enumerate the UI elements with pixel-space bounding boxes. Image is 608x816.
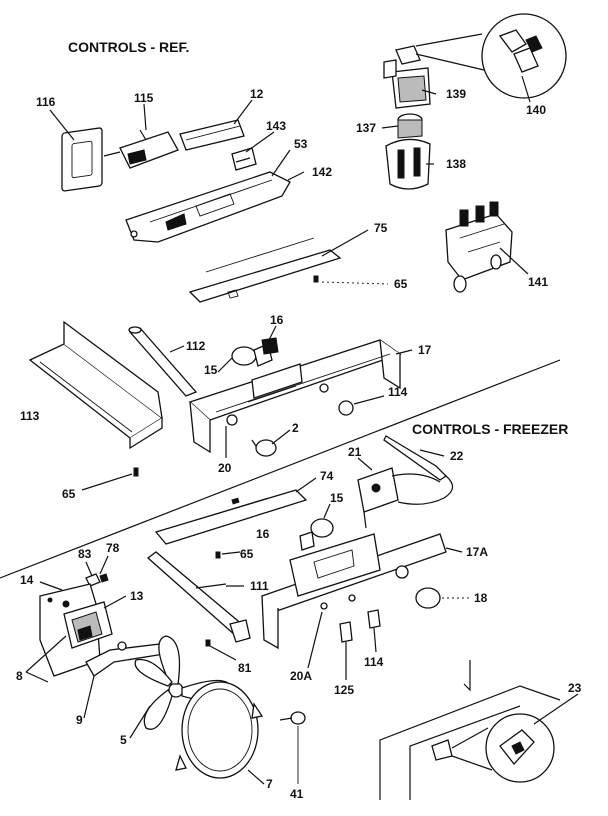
label-139: 139 bbox=[446, 87, 466, 101]
label-65-b: 65 bbox=[62, 487, 76, 501]
part-23-cabinet-detail bbox=[379, 660, 561, 800]
part-15-bulb-b bbox=[299, 518, 334, 551]
part-65-screw-c bbox=[215, 551, 221, 559]
label-140: 140 bbox=[526, 103, 546, 117]
part-125-part bbox=[339, 621, 353, 680]
label-23: 23 bbox=[568, 681, 582, 695]
label-15-b: 15 bbox=[330, 491, 344, 505]
heading-controls-ref: CONTROLS - REF. bbox=[68, 39, 189, 55]
label-21: 21 bbox=[348, 445, 362, 459]
part-12-bracket bbox=[179, 119, 245, 151]
part-15-bulb-a bbox=[231, 337, 279, 367]
label-18: 18 bbox=[474, 591, 488, 605]
part-17-housing bbox=[188, 339, 402, 454]
part-114-knob-a bbox=[338, 395, 385, 416]
part-53-housing bbox=[125, 171, 291, 243]
label-137: 137 bbox=[356, 121, 376, 135]
label-16-a: 16 bbox=[270, 313, 284, 327]
part-65-screw-b bbox=[133, 467, 139, 477]
label-13: 13 bbox=[130, 589, 144, 603]
label-20: 20 bbox=[218, 461, 232, 475]
label-112: 112 bbox=[186, 339, 206, 353]
label-138: 138 bbox=[446, 157, 466, 171]
part-labels: 116 115 12 143 53 142 75 65 139 137 138 … bbox=[16, 87, 582, 801]
label-65-c: 65 bbox=[240, 547, 254, 561]
label-113: 113 bbox=[20, 409, 40, 423]
part-115-switch bbox=[103, 129, 179, 169]
label-15-a: 15 bbox=[204, 363, 218, 377]
label-74: 74 bbox=[320, 469, 334, 483]
label-114-b: 114 bbox=[364, 655, 384, 669]
part-21-thermostat bbox=[357, 467, 441, 529]
label-17: 17 bbox=[418, 343, 432, 357]
part-65-screw-a bbox=[313, 275, 319, 283]
part-113-trough bbox=[28, 320, 164, 450]
label-78: 78 bbox=[106, 541, 120, 555]
label-116: 116 bbox=[36, 95, 56, 109]
label-7: 7 bbox=[266, 777, 273, 791]
label-41: 41 bbox=[290, 787, 304, 801]
leader-lines bbox=[25, 75, 579, 785]
part-83-clip bbox=[85, 573, 109, 587]
part-41-screw bbox=[279, 711, 306, 784]
part-7-shroud bbox=[175, 681, 264, 779]
part-143-clip bbox=[231, 147, 257, 171]
label-114-a: 114 bbox=[388, 385, 408, 399]
label-83: 83 bbox=[78, 547, 92, 561]
label-8: 8 bbox=[16, 669, 23, 683]
label-14: 14 bbox=[20, 573, 34, 587]
part-74-plate bbox=[154, 489, 308, 545]
label-142: 142 bbox=[312, 165, 332, 179]
label-111: 111 bbox=[250, 579, 269, 593]
label-2: 2 bbox=[292, 421, 299, 435]
label-53: 53 bbox=[294, 137, 308, 151]
label-5: 5 bbox=[120, 733, 127, 747]
label-75: 75 bbox=[374, 221, 388, 235]
label-125: 125 bbox=[334, 683, 354, 697]
part-141-valve bbox=[445, 201, 513, 293]
label-16-b: 16 bbox=[256, 527, 270, 541]
label-141: 141 bbox=[528, 275, 548, 289]
part-13-motor bbox=[63, 601, 113, 649]
part-22-capillary bbox=[383, 435, 454, 505]
part-18-knob bbox=[415, 587, 470, 609]
part-75-plate bbox=[188, 237, 342, 303]
label-143: 143 bbox=[266, 119, 286, 133]
leader-20a bbox=[307, 611, 323, 669]
part-140-detail bbox=[415, 13, 567, 99]
heading-controls-freezer: CONTROLS - FREEZER bbox=[412, 421, 568, 437]
part-114-knob-b bbox=[367, 609, 381, 653]
section-divider bbox=[0, 359, 561, 579]
label-65-a: 65 bbox=[394, 277, 408, 291]
label-20a: 20A bbox=[290, 669, 312, 683]
label-17a: 17A bbox=[466, 545, 488, 559]
label-12: 12 bbox=[250, 87, 264, 101]
part-17a-housing bbox=[261, 533, 447, 650]
part-111-bracket bbox=[146, 551, 251, 643]
part-2-knob bbox=[251, 439, 277, 457]
part-112-rod bbox=[128, 326, 198, 397]
part-138-filter bbox=[383, 45, 431, 190]
label-115: 115 bbox=[134, 91, 154, 105]
label-22: 22 bbox=[450, 449, 464, 463]
part-116-shield bbox=[61, 127, 103, 192]
label-9: 9 bbox=[76, 713, 83, 727]
part-81-screw bbox=[205, 639, 211, 647]
label-81: 81 bbox=[238, 661, 252, 675]
